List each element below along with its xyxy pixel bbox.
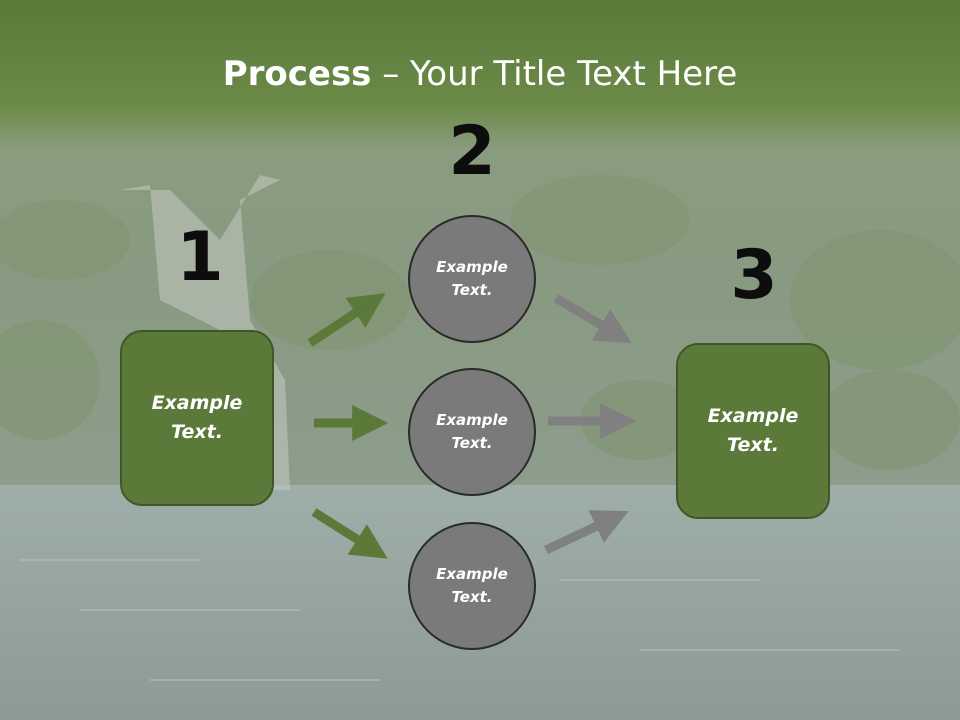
arrow-green-down <box>311 508 388 559</box>
circle-middle-line2: Text. <box>451 434 493 452</box>
title-band <box>0 0 960 150</box>
step-box-right: Example Text. <box>676 343 830 519</box>
title-bold: Process <box>222 54 372 94</box>
step-number-2: 2 <box>448 112 496 191</box>
circle-bottom-line1: Example <box>436 565 508 583</box>
left-box-line2: Text. <box>171 421 223 443</box>
arrow-green-up <box>307 293 386 347</box>
circle-top-line1: Example <box>436 258 508 276</box>
circle-middle: Example Text. <box>408 368 536 496</box>
step-box-left: Example Text. <box>120 330 274 506</box>
left-box-line1: Example <box>151 392 243 414</box>
step-number-3: 3 <box>730 236 778 315</box>
circle-bottom-line2: Text. <box>451 588 493 606</box>
arrow-gray-down <box>553 294 632 344</box>
circle-top: Example Text. <box>408 215 536 343</box>
circle-top-line2: Text. <box>451 281 493 299</box>
arrow-gray-up <box>544 510 629 555</box>
circle-middle-line1: Example <box>436 411 508 429</box>
circle-bottom: Example Text. <box>408 522 536 650</box>
right-box-line1: Example <box>707 405 799 427</box>
right-box-line2: Text. <box>727 434 779 456</box>
title-rest: – Your Title Text Here <box>371 54 738 94</box>
slide-title: Process – Your Title Text Here <box>0 52 960 96</box>
step-number-1: 1 <box>176 218 224 297</box>
